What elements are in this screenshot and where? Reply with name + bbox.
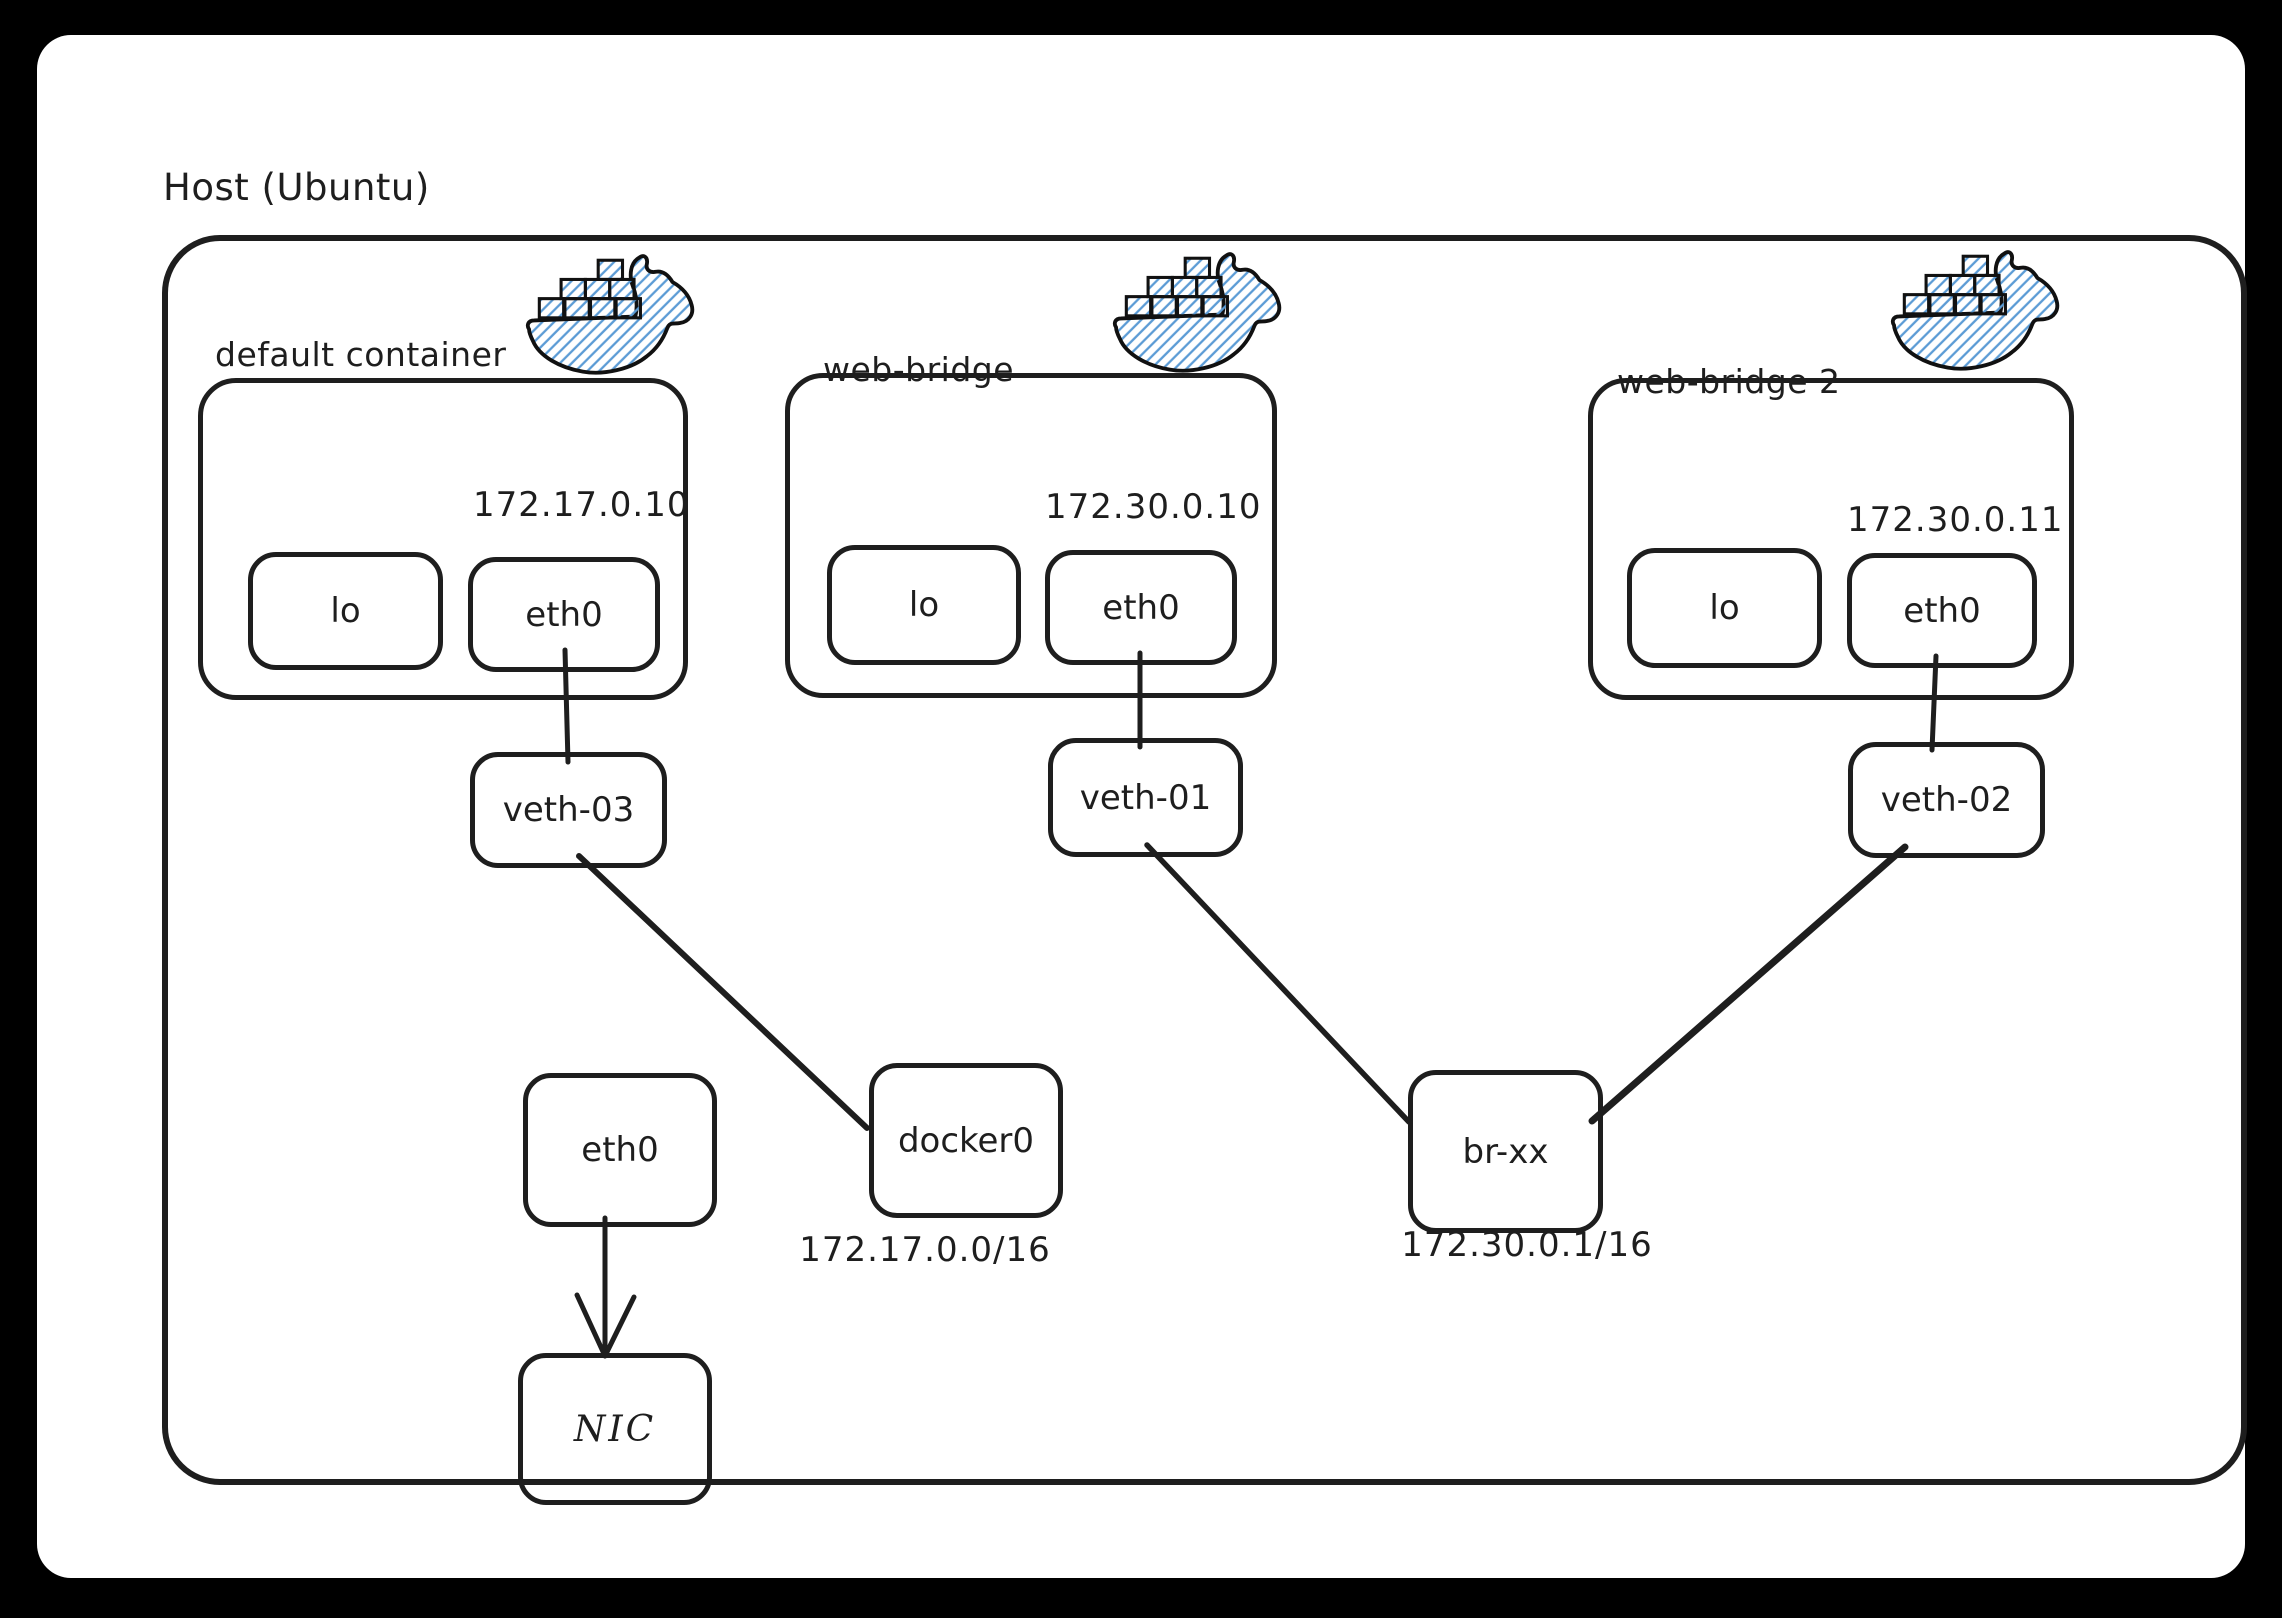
docker-whale-icon	[525, 250, 697, 378]
host-boundary-box	[162, 235, 2247, 1485]
container-box-default	[198, 378, 688, 700]
container-box-web-bridge-2	[1588, 378, 2074, 700]
interface-box-eth0-1: eth0	[468, 557, 660, 672]
interface-box-eth0-3: eth0	[1847, 553, 2037, 668]
container-label-default: default container	[215, 335, 507, 374]
host-label: Host (Ubuntu)	[163, 166, 430, 209]
veth-box-veth-03: veth-03	[470, 752, 667, 868]
interface-box-lo-3: lo	[1627, 548, 1822, 668]
host-card: Host (Ubuntu) default container 172.17.0…	[37, 35, 2247, 1578]
container-ip-web-bridge-2: 172.30.0.11	[1847, 500, 2064, 540]
veth-box-veth-01: veth-01	[1048, 738, 1243, 857]
interface-box-lo-1: lo	[248, 552, 443, 670]
bridge-subnet-docker0: 172.17.0.0/16	[799, 1230, 1051, 1270]
interface-box-eth0-2: eth0	[1045, 550, 1237, 665]
nic-box: NIC	[518, 1353, 712, 1505]
bridge-subnet-br-xx: 172.30.0.1/16	[1401, 1225, 1653, 1265]
veth-box-veth-02: veth-02	[1848, 742, 2045, 858]
host-eth0-box: eth0	[523, 1073, 717, 1227]
container-box-web-bridge	[785, 373, 1277, 698]
container-ip-default: 172.17.0.10	[473, 485, 690, 525]
container-label-web-bridge: web-bridge	[823, 350, 1015, 389]
bridge-box-docker0: docker0	[869, 1063, 1063, 1218]
docker-whale-icon	[1112, 248, 1284, 376]
bridge-box-br-xx: br-xx	[1408, 1070, 1603, 1233]
docker-whale-icon	[1890, 246, 2062, 374]
interface-box-lo-2: lo	[827, 545, 1021, 665]
container-ip-web-bridge: 172.30.0.10	[1045, 487, 1262, 527]
